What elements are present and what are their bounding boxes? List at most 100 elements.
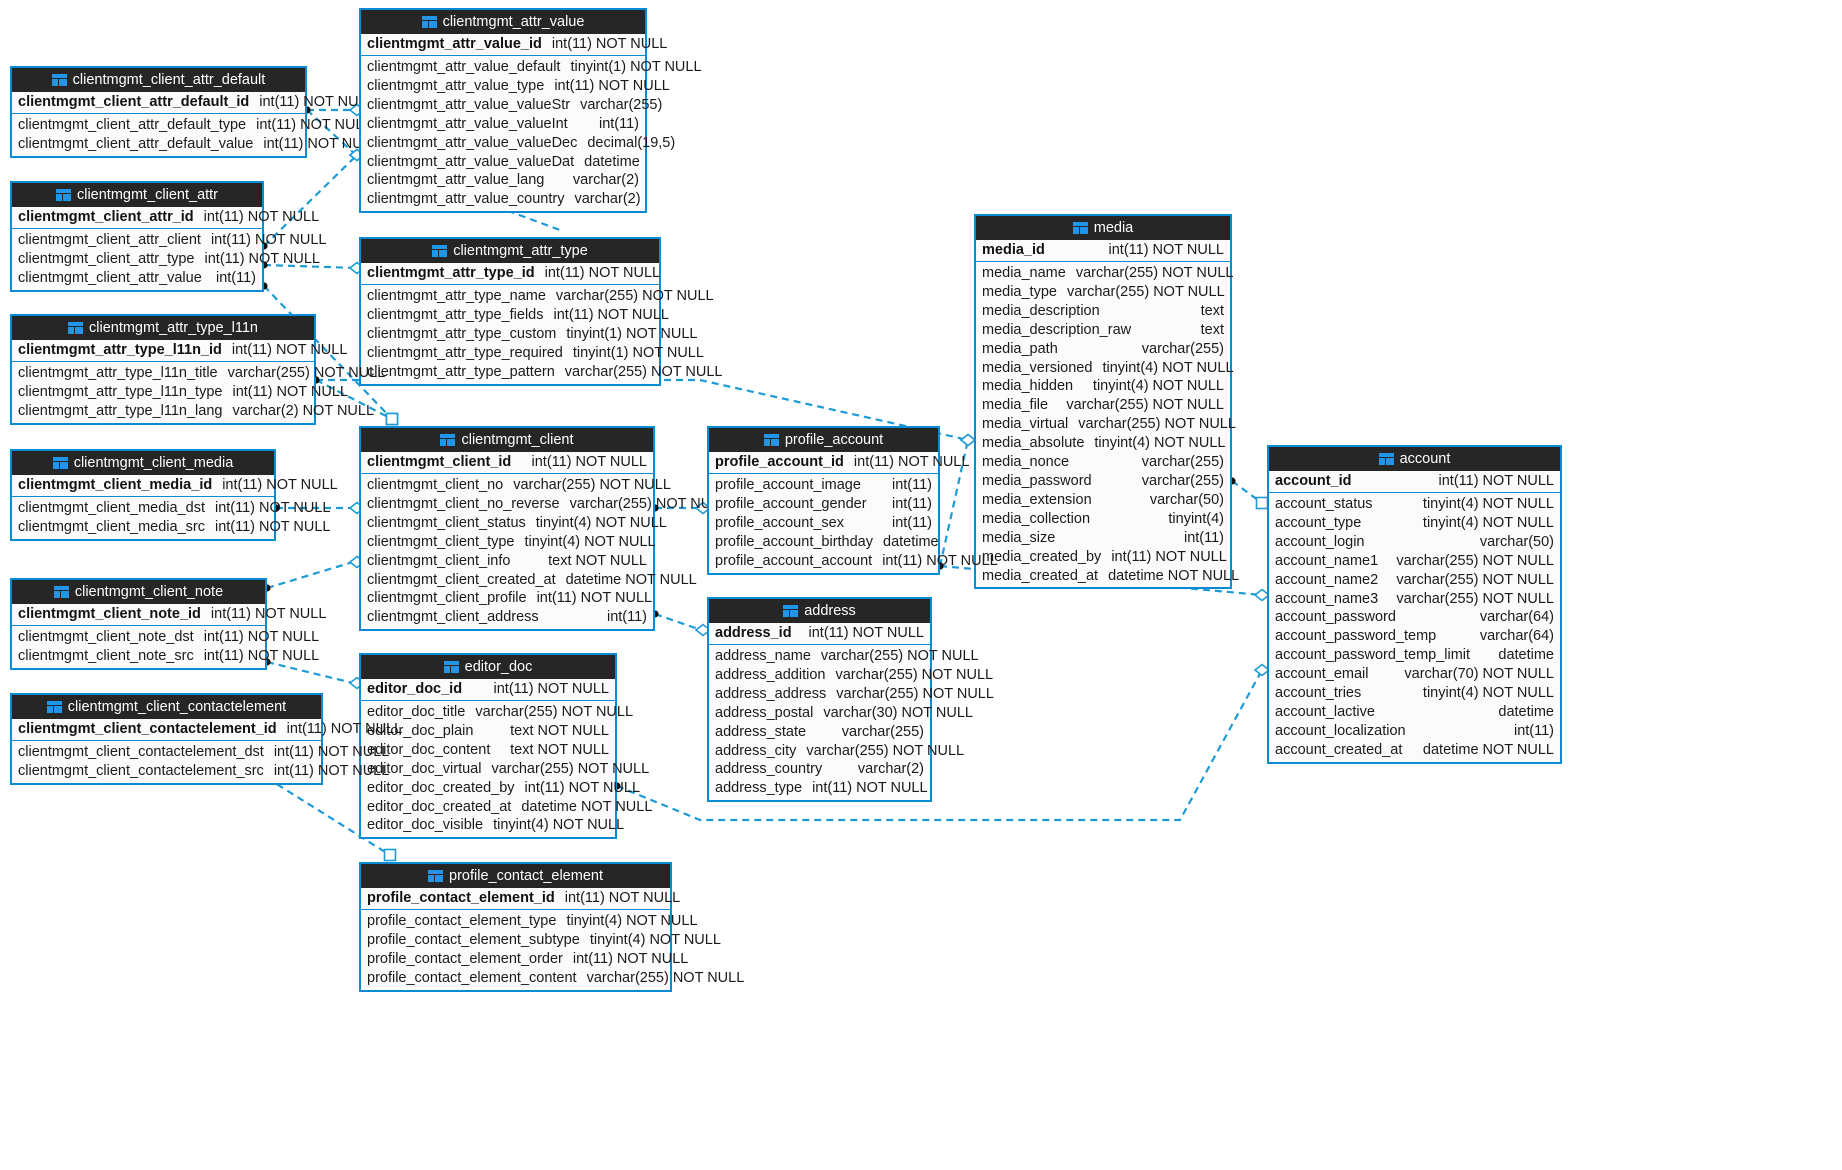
field-type: int(11) NOT NULL <box>554 77 670 94</box>
entity-header-clientmgmt_attr_type: clientmgmt_attr_type <box>361 239 659 263</box>
field-type: int(11) NOT NULL <box>273 762 390 779</box>
entity-title: clientmgmt_client_attr_default <box>72 71 266 88</box>
field-name: media_size <box>982 529 1056 546</box>
field-name: clientmgmt_attr_value_type <box>367 77 545 94</box>
field-type: tinyint(4) NOT NULL <box>1422 514 1554 531</box>
field-type: datetime NOT NULL <box>521 798 653 815</box>
field-name: media_collection <box>982 510 1091 527</box>
field-name: editor_doc_title <box>367 704 466 720</box>
entity-header-profile_account: profile_account <box>709 428 938 452</box>
field-name: clientmgmt_attr_type_l11n_id <box>18 342 222 358</box>
table-icon <box>1072 222 1088 235</box>
field-row: editor_doc_title varchar(255) NOT NULL <box>361 703 633 722</box>
field-type: int(11) NOT NULL <box>1438 473 1555 489</box>
field-name: editor_doc_id <box>367 681 463 697</box>
table-icon <box>52 457 68 470</box>
field-type: tinyint(4) NOT NULL <box>524 533 656 550</box>
field-type: varchar(255) NOT NULL <box>586 969 745 986</box>
field-name: clientmgmt_client_id <box>367 454 512 470</box>
field-name: clientmgmt_client_media_dst <box>18 500 205 516</box>
field-type: varchar(255) NOT NULL <box>475 704 634 720</box>
field-name: address_address <box>715 685 827 702</box>
entity-clientmgmt_client_attr_default[interactable]: clientmgmt_client_attr_default clientmgmt… <box>10 66 379 158</box>
entity-clientmgmt_attr_value[interactable]: clientmgmt_attr_value clientmgmt_attr_val… <box>359 8 702 214</box>
table-icon <box>443 661 459 674</box>
table-icon <box>68 322 83 335</box>
field-name: media_absolute <box>982 435 1085 452</box>
field-type: datetime <box>584 153 640 170</box>
field-type: varchar(50) <box>1149 491 1224 508</box>
field-row: address_address varchar(255) NOT NULL <box>709 685 994 704</box>
field-type: varchar(255) NOT NULL <box>569 495 728 512</box>
entity-header-media: media <box>976 216 1230 240</box>
field-type: int(11) NOT NULL <box>564 890 681 906</box>
entity-clientmgmt_client_contactelement[interactable]: clientmgmt_client_contactelement clientmg… <box>10 693 402 785</box>
field-type: tinyint(4) NOT NULL <box>1102 359 1234 376</box>
field-name: editor_doc_plain <box>367 722 474 739</box>
field-type: datetime NOT NULL <box>1108 567 1240 584</box>
entity-header-clientmgmt_attr_value: clientmgmt_attr_value <box>361 10 645 34</box>
field-type: tinyint(1) NOT NULL <box>572 344 704 361</box>
entity-header-clientmgmt_client: clientmgmt_client <box>361 428 653 452</box>
field-type: varchar(2) <box>572 172 639 189</box>
field-name: profile_account_birthday <box>715 533 873 550</box>
entity-title: clientmgmt_attr_type_l11n <box>89 319 258 336</box>
table-icon <box>55 189 71 202</box>
field-type: int(11) NOT NULL <box>544 265 661 281</box>
entity-header-clientmgmt_client_contactelement: clientmgmt_client_contactelement <box>12 695 321 719</box>
field-name: clientmgmt_attr_value_id <box>367 36 542 52</box>
field-name: media_name <box>982 265 1066 281</box>
field-name: media_path <box>982 340 1058 357</box>
table-icon <box>51 74 67 87</box>
entity-header-address: address <box>709 599 930 623</box>
field-type: varchar(255) NOT NULL <box>806 742 965 759</box>
field-type: varchar(255) NOT NULL <box>820 648 979 664</box>
field-type: datetime NOT NULL <box>565 571 697 588</box>
field-name: account_localization <box>1275 722 1406 739</box>
field-type: varchar(255) NOT NULL <box>836 685 994 702</box>
field-type: text NOT NULL <box>548 552 647 569</box>
field-name: media_file <box>982 397 1049 414</box>
field-name: address_id <box>715 625 792 641</box>
field-type: datetime <box>1498 703 1554 720</box>
field-type: int(11) NOT NULL <box>203 629 320 645</box>
field-name: media_password <box>982 472 1092 489</box>
entity-clientmgmt_attr_type_l11n[interactable]: clientmgmt_attr_type_l11n clientmgmt_attr… <box>10 314 385 425</box>
field-name: media_extension <box>982 491 1092 508</box>
entity-header-clientmgmt_client_attr_default: clientmgmt_client_attr_default <box>12 68 305 92</box>
